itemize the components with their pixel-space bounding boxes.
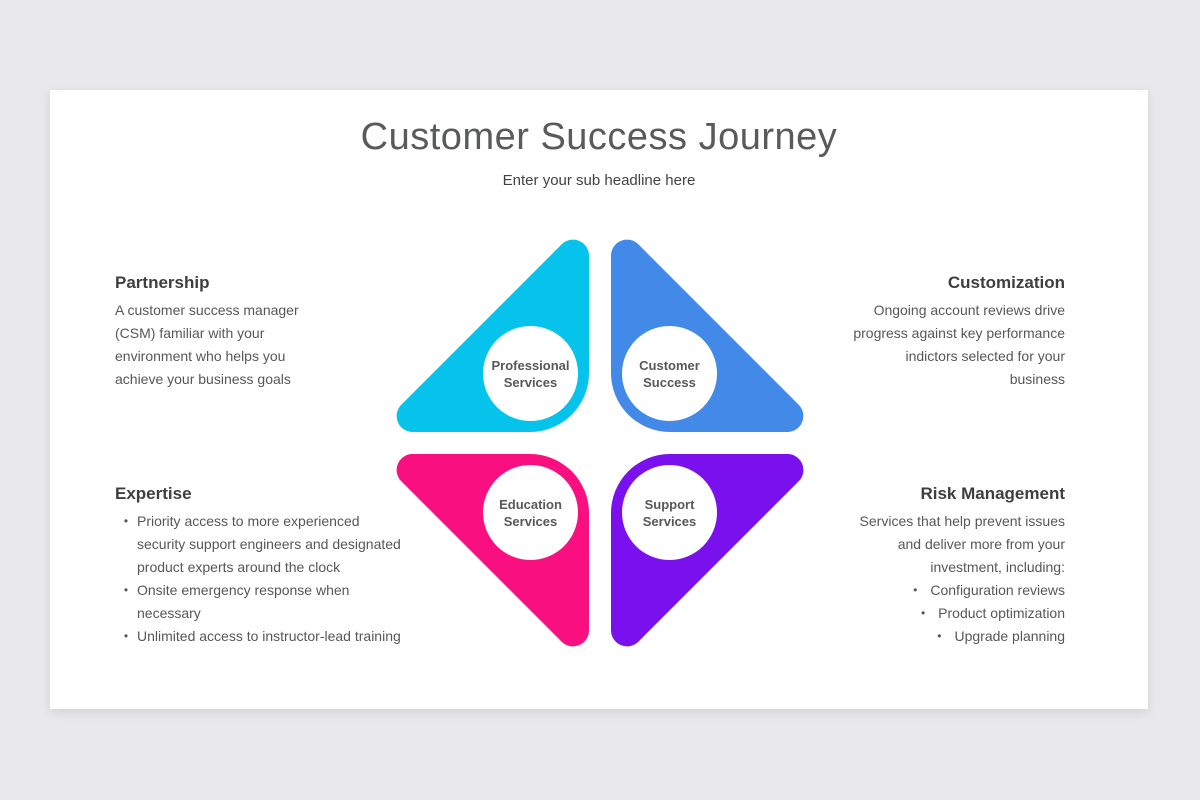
bullet-item: • Configuration reviews [755, 579, 1065, 602]
bullet-text: Priority access to more experienced secu… [137, 510, 425, 579]
text-line: achieve your business goals [115, 371, 291, 387]
text-line: indictors selected for your [905, 348, 1065, 364]
bullet-item: • Priority access to more experienced se… [115, 510, 425, 579]
badge-label: Services [642, 513, 697, 529]
bullet-item: • Onsite emergency response when necessa… [115, 579, 425, 625]
section-risk-management: Risk Management Services that help preve… [755, 482, 1065, 648]
text-line: Upgrade planning [954, 628, 1065, 644]
text-line: A customer success manager [115, 302, 299, 318]
badge-label: Customer [639, 357, 700, 373]
circle-badge-professional-services: Professional Services [483, 326, 578, 421]
text-line: necessary [137, 605, 201, 621]
badge-label: Education [499, 496, 562, 512]
section-customization: Customization Ongoing account reviews dr… [755, 271, 1065, 391]
text-line: environment who helps you [115, 348, 286, 364]
bullet-icon: • [123, 514, 129, 528]
text-line: investment, including: [930, 559, 1065, 575]
text-line: Priority access to more experienced [137, 513, 360, 529]
text-line: Unlimited access to instructor-lead trai… [137, 628, 401, 644]
section-expertise: Expertise • Priority access to more expe… [115, 482, 425, 648]
text-line: progress against key performance [853, 325, 1065, 341]
page-title: Customer Success Journey [360, 116, 838, 158]
badge-label: Success [643, 374, 696, 390]
bullet-icon: • [123, 583, 129, 597]
badge-label: Services [503, 374, 558, 390]
bullet-item: • Upgrade planning [755, 625, 1065, 648]
bullet-icon: • [920, 606, 926, 620]
section-heading: Customization [947, 273, 1065, 292]
text-line: Onsite emergency response when [137, 582, 350, 598]
text-line: Services that help prevent issues [859, 513, 1065, 529]
badge-label: Support [644, 496, 695, 512]
section-heading: Expertise [115, 484, 192, 503]
section-partnership: Partnership A customer success manager (… [115, 271, 425, 391]
text-line: Configuration reviews [930, 582, 1065, 598]
circle-badge-education-services: Education Services [483, 465, 578, 560]
bullet-icon: • [913, 583, 918, 597]
quadrant-education-services: Education Services [374, 454, 589, 669]
bullet-icon: • [123, 629, 129, 643]
bullet-item: • Product optimization [755, 602, 1065, 625]
text-line: business [1009, 371, 1065, 387]
badge-label: Professional [491, 357, 570, 373]
text-line: Product optimization [938, 605, 1065, 621]
text-line: Ongoing account reviews drive [873, 302, 1065, 318]
quadrant-support-services: Support Services [611, 454, 826, 669]
section-heading: Partnership [115, 273, 210, 292]
text-line: and deliver more from your [897, 536, 1065, 552]
badge-label: Services [503, 513, 558, 529]
slide-canvas: Customer Success Journey Enter your sub … [50, 90, 1148, 709]
circle-badge-customer-success: Customer Success [622, 326, 717, 421]
bullet-text: Onsite emergency response when necessary [137, 579, 425, 625]
text-line: (CSM) familiar with your [115, 325, 265, 341]
quadrant-professional-services: Professional Services [374, 217, 589, 432]
quadrant-customer-success: Customer Success [611, 217, 826, 432]
text-line: product experts around the clock [137, 559, 341, 575]
text-line: security support engineers and designate… [137, 536, 401, 552]
page-subtitle: Enter your sub headline here [502, 172, 696, 189]
bullet-text: Unlimited access to instructor-lead trai… [137, 625, 425, 648]
section-heading: Risk Management [920, 484, 1065, 503]
circle-badge-support-services: Support Services [622, 465, 717, 560]
bullet-item: • Unlimited access to instructor-lead tr… [115, 625, 425, 648]
bullet-icon: • [937, 629, 942, 643]
